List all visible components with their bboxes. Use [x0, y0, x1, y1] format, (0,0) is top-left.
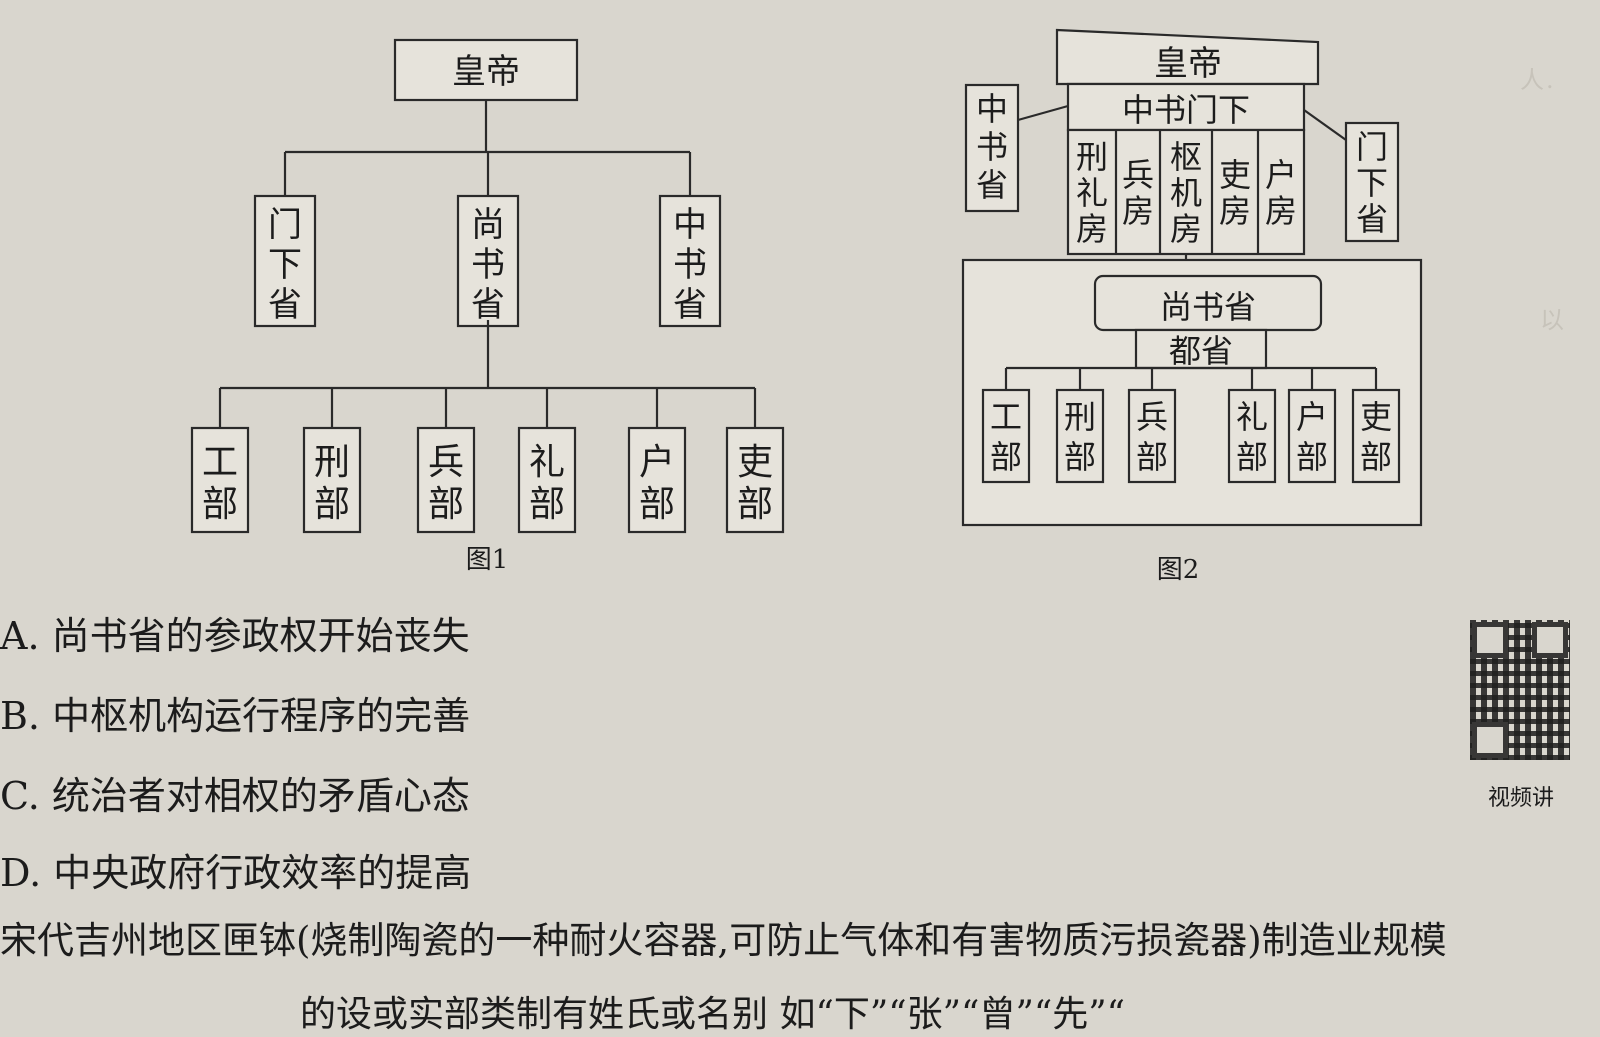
cut-off-text-line: 的设或实部类制有姓氏或名别 如“下”“张”“曾”“先”“: [300, 994, 1126, 1035]
fig2-central-label: 中书门下: [1122, 91, 1250, 129]
fig2-dusheng-box: [1134, 328, 1268, 370]
fig2-room-label: 刑礼房: [1076, 138, 1108, 248]
option-d[interactable]: D. 中央政府行政效率的提高: [0, 851, 472, 895]
fig1-province-box: [253, 194, 317, 328]
fig1-ministry-label: 户部: [639, 442, 675, 525]
fig2-room-label: 吏房: [1219, 156, 1251, 230]
fig2-ministry-box: [1127, 388, 1177, 484]
fig1-ministry-box: [190, 426, 250, 534]
fig1-ministry-label: 吏部: [737, 442, 773, 525]
fig1-ministry-box: [416, 426, 476, 534]
fig2-ministry-box: [981, 388, 1031, 484]
fig2-left-office-label: 中书省: [976, 90, 1008, 204]
fig1-province-box: [456, 194, 520, 328]
fig2-ministry-label: 工部: [990, 398, 1022, 476]
fig2-rooms-frame: [1066, 128, 1306, 256]
fig1-province-label: 中书省: [673, 205, 707, 325]
option-a[interactable]: A. 尚书省的参政权开始丧失: [0, 614, 470, 658]
fig2-right-office-box: [1344, 121, 1400, 243]
fig2-ministry-box: [1287, 388, 1337, 484]
fig2-central-box: [1066, 82, 1306, 132]
fig2-left-office-box: [964, 83, 1020, 213]
fig2-ministry-label: 户部: [1296, 398, 1328, 476]
fig2-ministry-box: [1351, 388, 1401, 484]
fig1-ministry-box: [627, 426, 687, 534]
fig1-ministry-box: [302, 426, 362, 534]
fig2-ministry-label: 礼部: [1236, 398, 1268, 476]
fig2-shangshu-upper-label: 尚书省: [1160, 288, 1256, 326]
fig2-ministry-box: [1055, 388, 1105, 484]
show-through-text: 人.: [1520, 66, 1556, 94]
fig2-ministry-label: 吏部: [1360, 398, 1392, 476]
fig1-ministry-label: 礼部: [529, 442, 565, 525]
fig1-ministry-label: 兵部: [428, 442, 464, 525]
option-b[interactable]: B. 中枢机构运行程序的完善: [0, 694, 471, 738]
fig1-ministry-box: [725, 426, 785, 534]
fig2-emperor-label: 皇帝: [1154, 44, 1222, 84]
fig2-emperor-box: [1055, 28, 1320, 86]
qr-label: 视频讲: [1488, 786, 1555, 811]
fig1-caption: 图1: [466, 545, 509, 575]
fig1-province-label: 门下省: [268, 205, 302, 325]
fig2-room-label: 枢机房: [1170, 138, 1202, 248]
fig2-ministry-label: 刑部: [1064, 398, 1096, 476]
next-question-text: 宋代吉州地区匣钵(烧制陶瓷的一种耐火容器,可防止气体和有害物质污损瓷器)制造业规…: [0, 919, 1447, 962]
fig2-right-office-label: 门下省: [1356, 128, 1388, 238]
option-c[interactable]: C. 统治者对相权的矛盾心态: [0, 774, 470, 818]
fig1-ministry-label: 刑部: [314, 442, 350, 525]
fig2-room-label: 户房: [1265, 156, 1297, 230]
fig1-province-label: 尚书省: [471, 205, 505, 325]
fig2-caption: 图2: [1157, 555, 1200, 585]
fig1-province-box: [658, 194, 722, 328]
fig2-shangshu-lower-label: 都省: [1169, 332, 1233, 370]
fig2-ministry-box: [1227, 388, 1277, 484]
fig1-emperor-label: 皇帝: [452, 52, 520, 92]
fig1-ministry-label: 工部: [202, 442, 238, 525]
fig2-ministry-label: 兵部: [1136, 398, 1168, 476]
qr-code-icon[interactable]: [1470, 620, 1570, 760]
fig2-room-label: 兵房: [1122, 156, 1154, 230]
fig1-ministry-box: [517, 426, 577, 534]
show-through-text: 以: [1540, 306, 1566, 334]
